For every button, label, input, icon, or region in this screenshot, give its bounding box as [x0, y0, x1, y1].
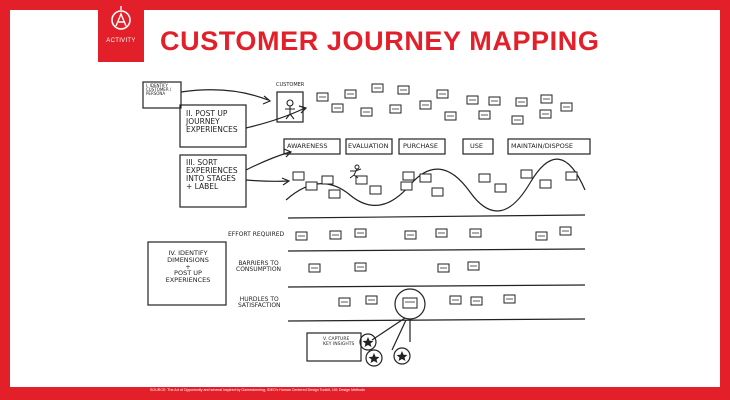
whiteboard: [10, 10, 720, 387]
arrow-3: [245, 151, 291, 171]
page-title: CUSTOMER JOURNEY MAPPING: [160, 26, 600, 56]
lane-line-3: [287, 284, 586, 288]
lane-line-1: [287, 214, 586, 219]
star-icon: [368, 353, 380, 363]
journey-line: [285, 158, 586, 212]
step-box-sort: [179, 154, 247, 208]
source-footnote: SOURCE: The Art of Opportunity and sever…: [150, 388, 365, 392]
step-box-dimensions: [147, 241, 227, 306]
dimension-effort-label: EFFORT REQUIRED: [228, 231, 285, 238]
dimension-barriers-label: BARRIERS TO CONSUMPTION: [236, 260, 282, 274]
arrow-4: [245, 179, 289, 182]
stage-box-awareness: [283, 138, 341, 155]
step-box-identify: [142, 81, 182, 109]
post-it-scribbles: [298, 87, 570, 303]
walker-doodle: [349, 164, 362, 179]
stage-box-evaluation: [345, 138, 393, 155]
stage-maintain-label: MAINTAIN/DISPOSE: [511, 142, 574, 150]
activity-logo-icon: [111, 6, 131, 30]
stage-box-purchase: [398, 138, 446, 155]
lane-line-2: [287, 248, 586, 252]
stage-use-label: USE: [470, 142, 483, 150]
customer-label: CUSTOMER: [276, 82, 305, 88]
insight-links: [371, 317, 411, 351]
stage-purchase-label: PURCHASE: [403, 142, 438, 150]
lane-line-4: [287, 318, 586, 322]
step-insights-label: V. CAPTURE KEY INSIGHTS: [323, 337, 355, 347]
stage-box-maintain: [507, 138, 591, 155]
step-dimensions-label: IV. IDENTIFY DIMENSIONS + POST UP EXPERI…: [165, 249, 211, 285]
step-sort-label: III. SORT EXPERIENCES INTO STAGES + LABE…: [186, 158, 238, 191]
badge-label: ACTIVITY: [106, 38, 136, 44]
stage-awareness-label: AWARENESS: [287, 142, 328, 150]
person-icon: [285, 99, 295, 120]
arrow-2: [245, 107, 306, 129]
step-post-label: II. POST UP JOURNEY EXPERIENCES: [186, 109, 238, 134]
post-it-notes: [292, 83, 578, 309]
arrow-1: [180, 89, 269, 101]
step-box-post: [179, 104, 247, 148]
star-icon: [362, 337, 374, 347]
step-box-insights: [306, 332, 362, 362]
activity-badge: [98, 0, 144, 62]
star-icon: [396, 351, 408, 361]
dimension-hurdles-label: HURDLES TO SATISFACTION: [238, 296, 281, 310]
step-identify-label: I. IDENTIFY CUSTOMER / PERSONA: [146, 83, 172, 97]
stage-box-use: [462, 138, 494, 155]
stage-evaluation-label: EVALUATION: [348, 142, 389, 150]
